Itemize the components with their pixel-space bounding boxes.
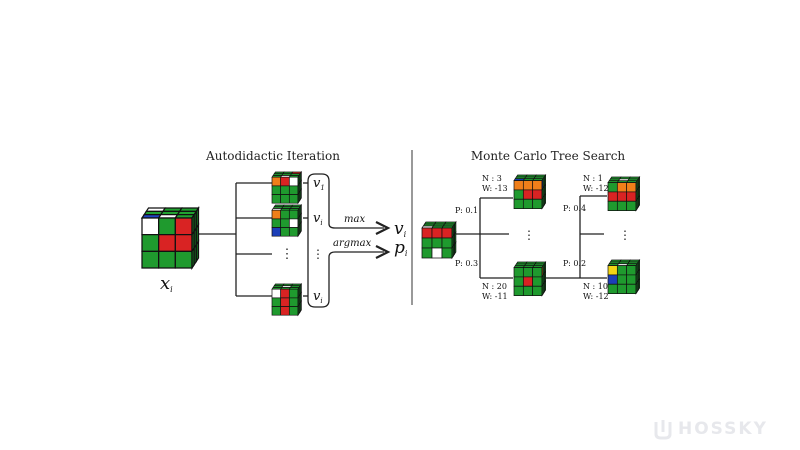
rubiks-cube-c1: [271, 170, 303, 205]
node-visits-top-1: N : 3: [482, 174, 502, 183]
rubiks-cube-m3: [513, 260, 547, 297]
output-p: pi: [394, 238, 408, 258]
watermark-text: HOSSKY: [678, 419, 768, 439]
rubiks-cube-c3: [271, 282, 303, 317]
value-box-lower-arm: [307, 173, 384, 308]
box-value-1: v1: [313, 176, 325, 192]
adi-title: Autodidactic Iteration: [205, 149, 340, 163]
argmax-label: argmax: [333, 238, 372, 249]
node-visits-bottom-2: N : 10: [583, 282, 608, 291]
node-value-bottom-2: W: -12: [583, 292, 609, 301]
arrow-max-icon: [375, 221, 391, 235]
value-box-upper-arm: [315, 173, 384, 229]
edge-prob-bottom-1: P: 0.3: [455, 259, 478, 268]
output-v: vi: [394, 219, 407, 239]
box-ellipsis: ⋮: [312, 247, 324, 261]
node-value-top-2: W: -12: [583, 184, 609, 193]
edge-prob-top-2: P: 0.4: [563, 204, 586, 213]
rubiks-cube-m2: [607, 175, 641, 212]
edge-prob-bottom-2: P: 0.2: [563, 259, 586, 268]
node-value-bottom-1: W: -11: [482, 292, 508, 301]
adi-tree-lines: [199, 182, 308, 297]
mcts-ellipsis-1: ⋮: [523, 228, 535, 242]
watermark-logo-icon: [654, 420, 672, 440]
mcts-title: Monte Carlo Tree Search: [471, 149, 626, 163]
node-value-top-1: W: -13: [482, 184, 508, 193]
input-x-label: xi: [160, 273, 173, 294]
box-value-3: vi: [313, 289, 323, 305]
node-visits-top-2: N : 1: [583, 174, 603, 183]
child-ellipsis: ⋮: [281, 247, 294, 262]
box-value-2: vi: [313, 211, 323, 227]
rubiks-cube-main: [140, 205, 200, 271]
mcts-tree-lines: [456, 195, 607, 279]
node-visits-bottom-1: N : 20: [482, 282, 507, 291]
rubiks-cube-m1: [513, 173, 547, 210]
edge-prob-top-1: P: 0.1: [455, 206, 478, 215]
arrow-argmax-icon: [375, 245, 391, 259]
max-label: max: [344, 214, 365, 225]
rubiks-cube-c2: [271, 203, 303, 238]
rubiks-cube-m4: [607, 258, 641, 295]
mcts-ellipsis-2: ⋮: [619, 228, 631, 242]
cube-layer: [140, 170, 641, 317]
rubiks-cube-m0: [421, 220, 457, 260]
